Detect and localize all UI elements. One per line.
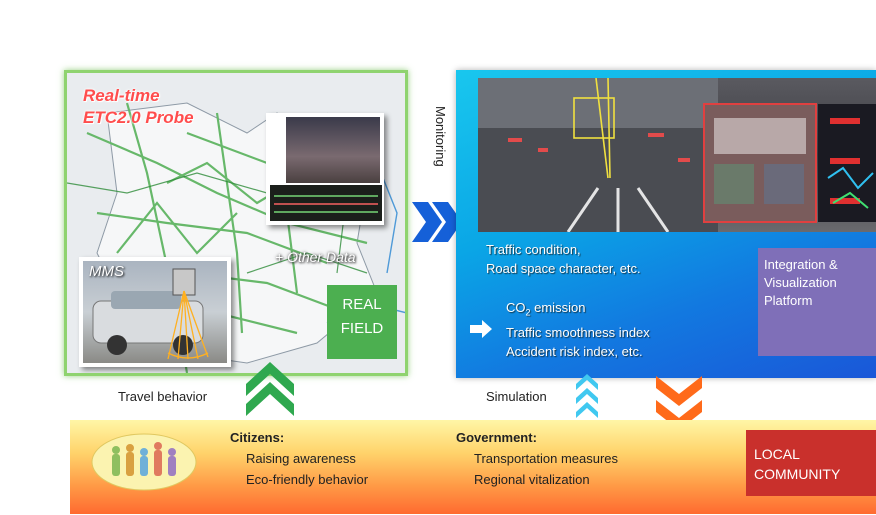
monitoring-arrow-icon [412, 202, 462, 242]
simulation-label: Simulation [486, 389, 547, 404]
realtime-line-2: ETC2.0 Probe [83, 108, 194, 127]
co2-text: CO [506, 300, 526, 315]
integration-line-3: Platform [764, 293, 813, 308]
travel-behavior-label: Travel behavior [118, 389, 208, 404]
local-line-1: LOCAL [754, 446, 800, 462]
platform-info-text: Traffic condition, Road space character,… [486, 240, 641, 278]
mms-vehicle-icon [92, 268, 209, 360]
government-item-transport: Transportation measures [474, 451, 619, 466]
other-data-label: + Other Data [275, 249, 356, 265]
citizens-section: Citizens: Raising awareness Eco-friendly… [230, 427, 368, 490]
travel-behavior-arrow-icon [246, 362, 294, 416]
simulation-arrow-icon [576, 374, 598, 418]
local-line-2: COMMUNITY [754, 466, 841, 482]
citizens-illustration [91, 433, 197, 491]
citizens-item-eco: Eco-friendly behavior [246, 472, 369, 487]
monitoring-label: Monitoring [433, 106, 448, 167]
real-field-line-1: REAL [342, 296, 382, 313]
real-field-panel: Real-time ETC2.0 Probe + Other Data [64, 70, 408, 376]
probe-camera-image [286, 117, 380, 183]
realtime-probe-label: Real-time ETC2.0 Probe [83, 85, 194, 129]
co2-emission-text: CO2 emission [506, 298, 650, 323]
government-item-regional: Regional vitalization [474, 472, 590, 487]
integration-line-2: Visualization [764, 275, 837, 290]
accident-risk-text: Accident risk index, etc. [506, 343, 643, 359]
citizens-heading: Citizens: [230, 430, 285, 445]
right-arrow-icon [470, 320, 492, 338]
mms-label: MMS [89, 263, 124, 280]
realtime-line-1: Real-time [83, 86, 160, 105]
road-space-text: Road space character, etc. [486, 261, 641, 276]
mms-vehicle-image [83, 261, 227, 363]
integration-platform-panel: Traffic condition, Road space character,… [456, 70, 876, 378]
co2-subscript: 2 [525, 307, 531, 318]
traffic-condition-text: Traffic condition, [486, 242, 581, 257]
integration-platform-box: Integration & Visualization Platform [758, 248, 876, 356]
probe-data-thumbnail [266, 113, 384, 225]
local-community-band: Citizens: Raising awareness Eco-friendly… [70, 420, 876, 514]
indices-list: CO2 emission Traffic smoothness index Ac… [506, 298, 650, 361]
real-field-line-2: FIELD [340, 320, 384, 337]
monitoring-images [478, 77, 876, 233]
citizens-item-awareness: Raising awareness [246, 451, 356, 466]
real-field-box: REAL FIELD [327, 285, 397, 359]
street-scene-image [478, 77, 876, 233]
smoothness-index-text: Traffic smoothness index [506, 324, 650, 340]
government-heading: Government: [456, 430, 537, 445]
co2-rest-text: emission [530, 300, 586, 315]
integration-line-1: Integration & [764, 257, 838, 272]
government-section: Government: Transportation measures Regi… [456, 427, 618, 490]
probe-data-strip [270, 185, 382, 221]
mms-thumbnail: MMS [79, 257, 231, 367]
local-community-box: LOCAL COMMUNITY [746, 430, 876, 496]
